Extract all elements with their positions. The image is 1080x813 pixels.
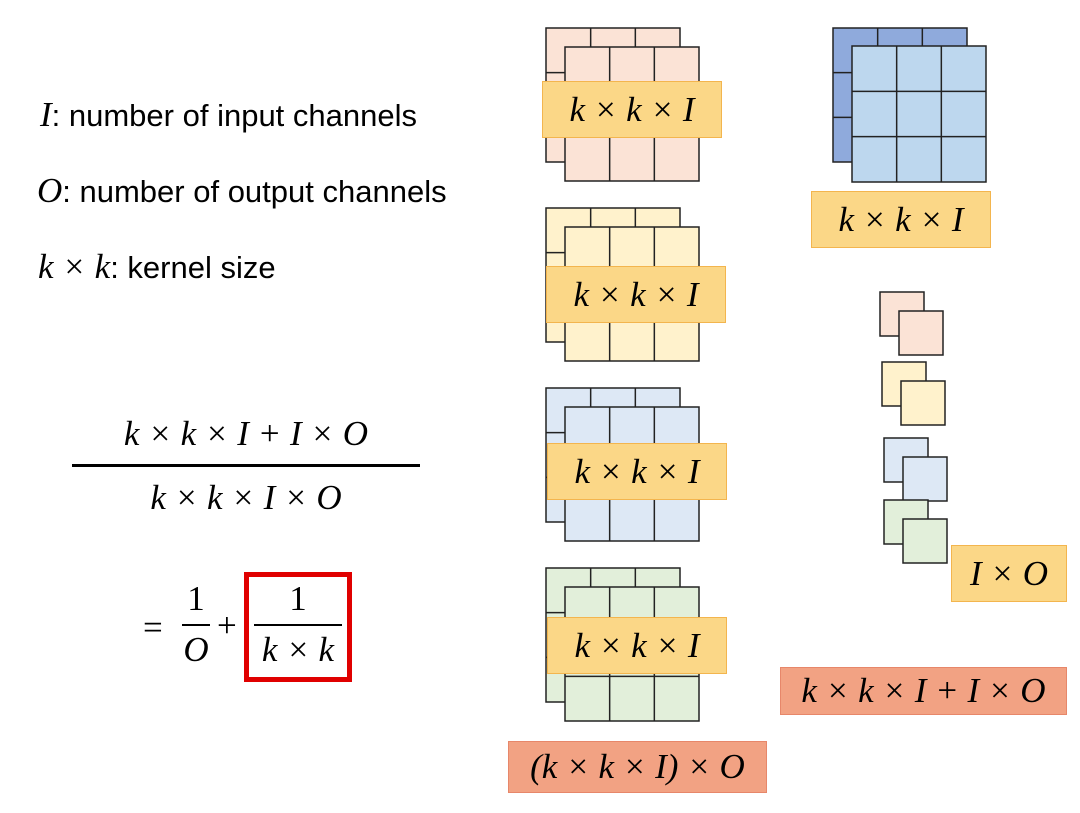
input-symbol: I <box>40 95 52 134</box>
pointwise-1-front <box>898 310 944 356</box>
term1-denominator: O <box>183 630 209 669</box>
ratio-numerator: k × k × I + I × O <box>123 414 369 453</box>
legend-output: O: number of output channels <box>37 171 447 211</box>
pointwise-2-front <box>900 380 946 426</box>
pointwise-3-front <box>902 456 948 502</box>
fraction-bar <box>72 464 420 467</box>
kernel-label-2: k × k × I <box>546 266 726 323</box>
pointwise-label: I × O <box>951 545 1067 602</box>
depthwise-front <box>851 45 987 183</box>
depthwise-kernel <box>832 27 987 183</box>
output-symbol: O <box>37 171 63 210</box>
depthwise-label: k × k × I <box>811 191 991 248</box>
output-description: : number of output channels <box>62 174 447 209</box>
kernel-label-1: k × k × I <box>542 81 722 138</box>
ratio-denominator: k × k × I × O <box>150 478 342 517</box>
term2-numerator: 1 <box>289 579 307 618</box>
kernel-description: : kernel size <box>110 250 276 285</box>
term2-denominator: k × k <box>261 630 335 669</box>
term1-bar <box>182 624 210 626</box>
pointwise-kernels <box>879 291 948 564</box>
legend-input: I: number of input channels <box>40 95 417 135</box>
kernel-label-4: k × k × I <box>547 617 727 674</box>
separable-total-label: k × k × I + I × O <box>780 667 1067 715</box>
kernel-symbol: k × k <box>38 247 111 286</box>
equals-sign: = <box>143 608 163 647</box>
plus-sign: + <box>217 606 237 645</box>
kernel-label-3: k × k × I <box>547 443 727 500</box>
pointwise-4-front <box>902 518 948 564</box>
legend-kernel: k × k: kernel size <box>38 247 276 287</box>
input-description: : number of input channels <box>51 98 417 133</box>
standard-total-label: (k × k × I) × O <box>508 741 767 793</box>
term2-bar <box>254 624 342 626</box>
highlight-box <box>244 572 352 682</box>
term1-numerator: 1 <box>187 579 205 618</box>
